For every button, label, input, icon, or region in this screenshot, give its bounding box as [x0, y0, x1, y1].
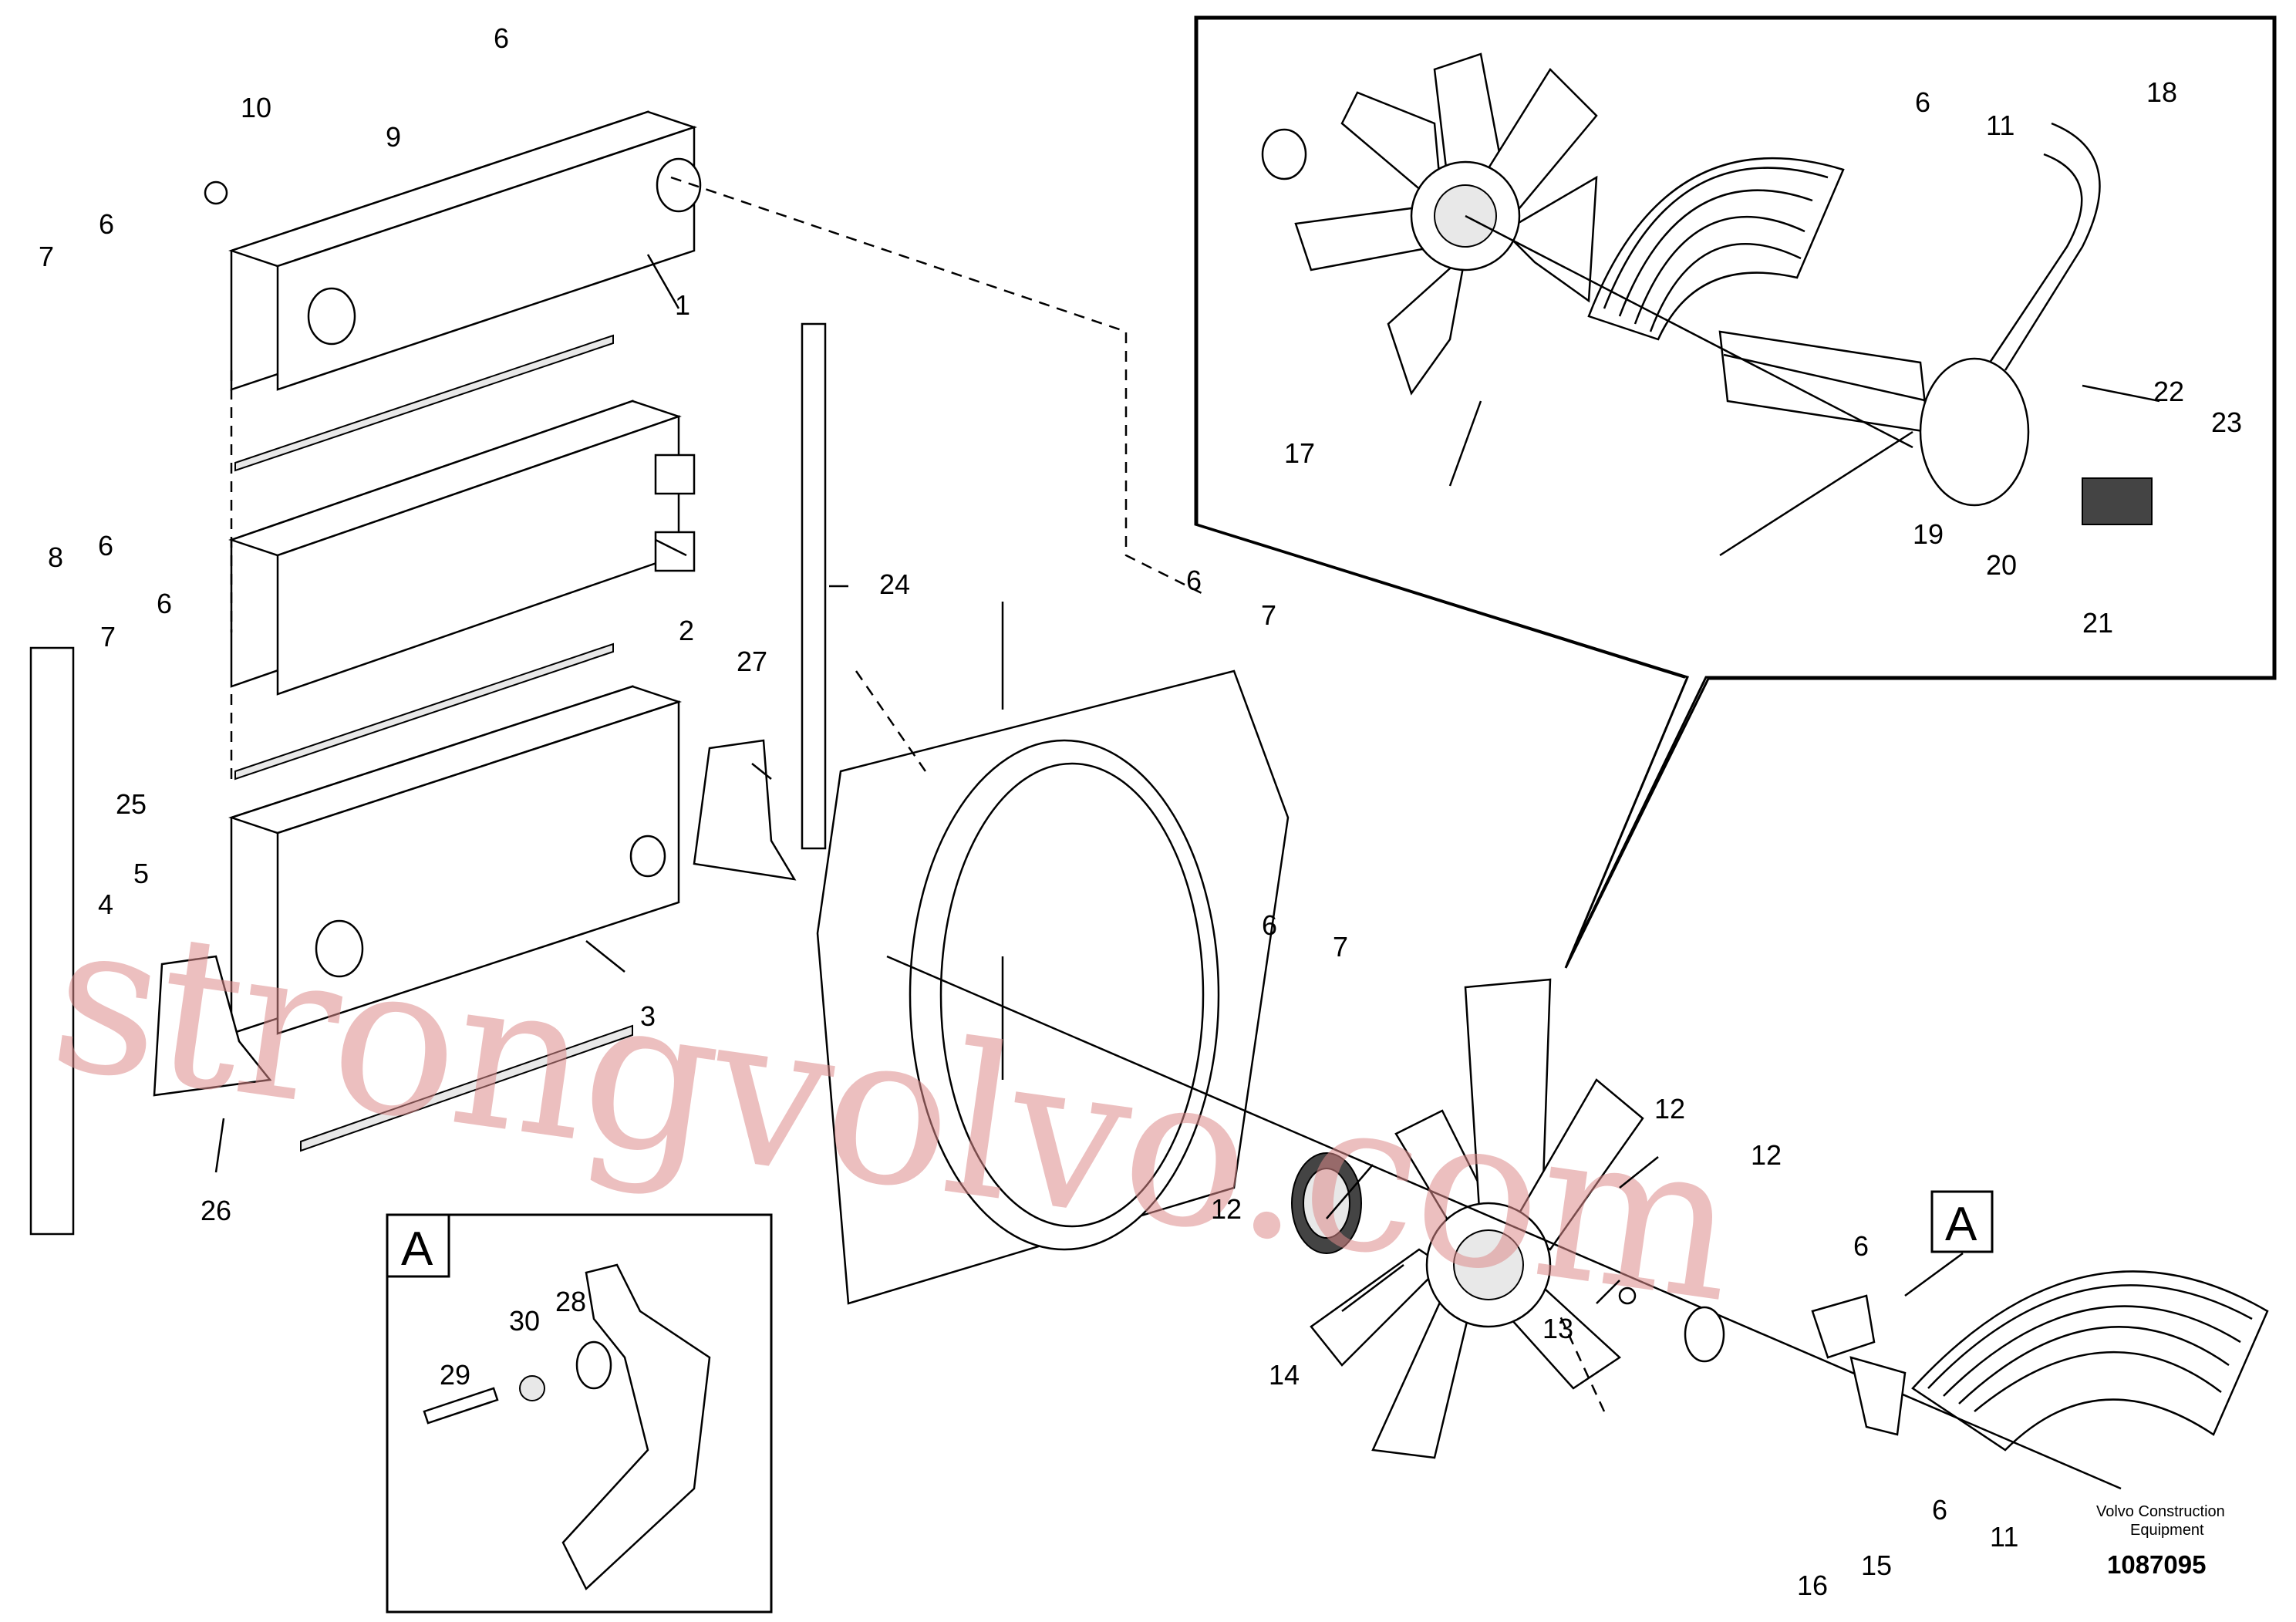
side-bars: [29, 322, 827, 1236]
main-fan-guard: [1911, 1270, 2269, 1452]
callout-12c: 12: [1751, 1139, 1782, 1171]
brackets: [153, 739, 797, 1097]
leader-lines: [214, 176, 1659, 1412]
main-fan: [1291, 978, 1644, 1459]
callout-14: 14: [1269, 1359, 1300, 1391]
detail-motor-bracket: [1465, 122, 2160, 557]
callout-7a: 7: [39, 241, 54, 272]
callout-3: 3: [640, 1000, 656, 1032]
callout-6g: 6: [1915, 86, 1930, 118]
callout-7d: 7: [1333, 931, 1348, 963]
brand-line-2: Equipment: [2130, 1522, 2204, 1539]
callout-11b: 11: [1990, 1521, 2018, 1553]
callout-9: 9: [386, 121, 401, 153]
detail-fan: [1261, 52, 1598, 396]
callout-17: 17: [1284, 437, 1315, 469]
detail-a-label-fan: A: [1945, 1198, 1977, 1251]
callout-27: 27: [737, 646, 767, 677]
callout-6i: 6: [1932, 1494, 1947, 1526]
detail-a-label-inset: A: [401, 1222, 433, 1276]
callout-28: 28: [555, 1286, 586, 1317]
callout-6a: 6: [494, 22, 509, 54]
detail-a-inset: [386, 1213, 773, 1614]
callout-15: 15: [1861, 1549, 1892, 1581]
callout-7b: 7: [100, 621, 116, 653]
callout-5: 5: [133, 858, 149, 889]
fan-axis: [886, 955, 2122, 1490]
callout-13: 13: [1542, 1313, 1573, 1344]
radiator-1: [204, 110, 702, 391]
callout-6d: 6: [157, 588, 172, 619]
callout-12b: 12: [1654, 1093, 1685, 1125]
callout-7c: 7: [1261, 599, 1276, 631]
callout-19: 19: [1913, 518, 1944, 550]
callout-23: 23: [2211, 406, 2242, 438]
callout-25: 25: [116, 788, 147, 820]
callout-8: 8: [48, 541, 63, 573]
callout-22: 22: [2153, 376, 2184, 407]
radiator-2: [228, 400, 696, 696]
callout-6b: 6: [99, 208, 114, 240]
drawing-number: 1087095: [2107, 1550, 2206, 1579]
brand-line-1: Volvo Construction: [2096, 1503, 2225, 1520]
callout-21: 21: [2082, 607, 2113, 639]
seal-strips: [234, 334, 633, 1152]
detail-a-leader: [1904, 1252, 1964, 1297]
callout-20: 20: [1986, 549, 2017, 581]
callout-numbers: 1 2 3 4 5 6 6 6 6 6 6 6 6 6 7 7 7 7 8 9 …: [39, 22, 2242, 1601]
drive-parts: [1618, 1286, 1907, 1436]
detail-a-frame-fan: [1930, 1190, 1994, 1253]
callout-18: 18: [2146, 76, 2177, 108]
callout-6e: 6: [1186, 565, 1202, 596]
callout-10: 10: [241, 92, 271, 123]
callout-4: 4: [98, 889, 113, 920]
callout-6h: 6: [1853, 1230, 1869, 1262]
callout-12a: 12: [1211, 1193, 1242, 1225]
callout-11a: 11: [1986, 110, 2014, 141]
callout-1: 1: [675, 289, 690, 321]
callout-30: 30: [509, 1305, 540, 1337]
callout-29: 29: [440, 1359, 470, 1391]
radiator-3: [228, 685, 682, 1035]
callout-26: 26: [201, 1195, 231, 1226]
detail-fan-guard: [1587, 157, 1845, 341]
callout-2: 2: [679, 615, 694, 646]
callout-6f: 6: [1262, 909, 1277, 941]
fan-shroud: [816, 602, 1290, 1305]
callout-24: 24: [879, 568, 910, 600]
callout-6c: 6: [98, 530, 113, 561]
callout-16: 16: [1797, 1570, 1828, 1601]
